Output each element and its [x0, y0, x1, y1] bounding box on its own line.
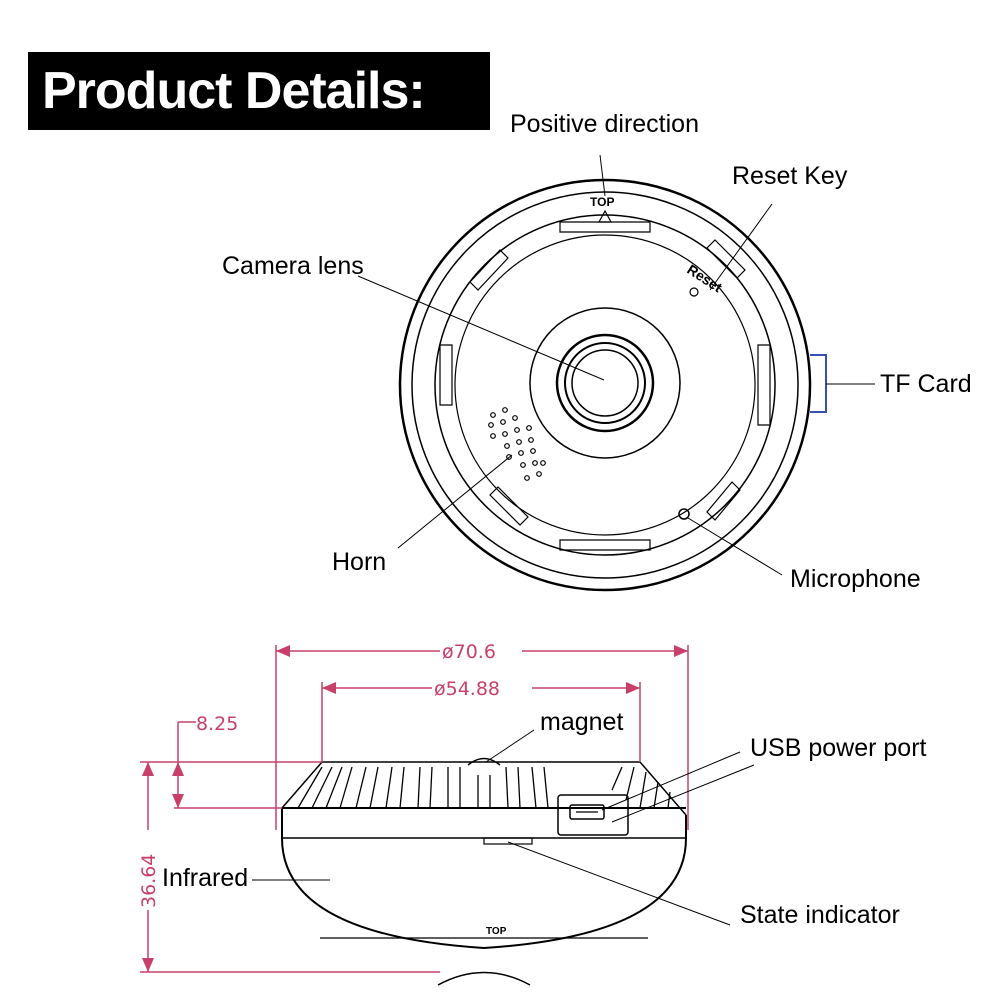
top-face-ring [434, 214, 776, 556]
top-side-mark: TOP [486, 926, 507, 937]
lens-ring-inner [564, 342, 646, 424]
magnet-mark [467, 757, 501, 766]
label-microphone: Microphone [790, 565, 921, 593]
inner-diameter-dim: ø54.88 [434, 678, 500, 700]
side-view [281, 757, 687, 986]
usb-port-socket [569, 804, 605, 820]
top-view-leaders [357, 154, 875, 576]
usb-port-housing [557, 794, 629, 836]
side-lens-dome [437, 971, 531, 986]
lens-housing [529, 307, 681, 459]
horn-grille [488, 407, 546, 481]
rim-slots [439, 221, 771, 551]
state-indicator-led [483, 837, 533, 845]
label-camera-lens: Camera lens [222, 252, 364, 280]
side-rim-left [281, 761, 323, 809]
label-usb-power-port: USB power port [750, 734, 927, 762]
outer-diameter-dim: ø70.6 [442, 641, 496, 663]
microphone-hole [678, 508, 690, 520]
top-arrow-icon [597, 209, 613, 223]
label-infrared: Infrared [162, 864, 249, 892]
vent-fins [297, 766, 671, 809]
reset-key-dot [689, 287, 699, 297]
top-face-inner-ring [454, 234, 756, 536]
label-reset-key: Reset Key [732, 162, 848, 190]
page-title: Product Details: [28, 52, 490, 130]
rim-height-dim: 8.25 [196, 713, 238, 735]
side-body-outline [281, 808, 687, 950]
label-horn: Horn [332, 548, 387, 576]
dimension-lines [140, 645, 689, 973]
top-view [398, 178, 827, 592]
label-tf-card: TF Card [880, 370, 972, 398]
label-positive-direction: Positive direction [510, 110, 699, 138]
lens-glass [571, 349, 639, 417]
side-view-leaders [252, 729, 755, 926]
lens-ring-outer [555, 333, 655, 433]
label-state-indicator: State indicator [740, 901, 900, 929]
top-mark: TOP [590, 195, 614, 209]
outer-body-inner-ring [411, 191, 799, 579]
outer-body-ring [398, 178, 812, 592]
label-magnet: magnet [540, 708, 624, 736]
total-height-dim: 36.64 [138, 854, 160, 908]
tf-card-slot [810, 354, 827, 413]
